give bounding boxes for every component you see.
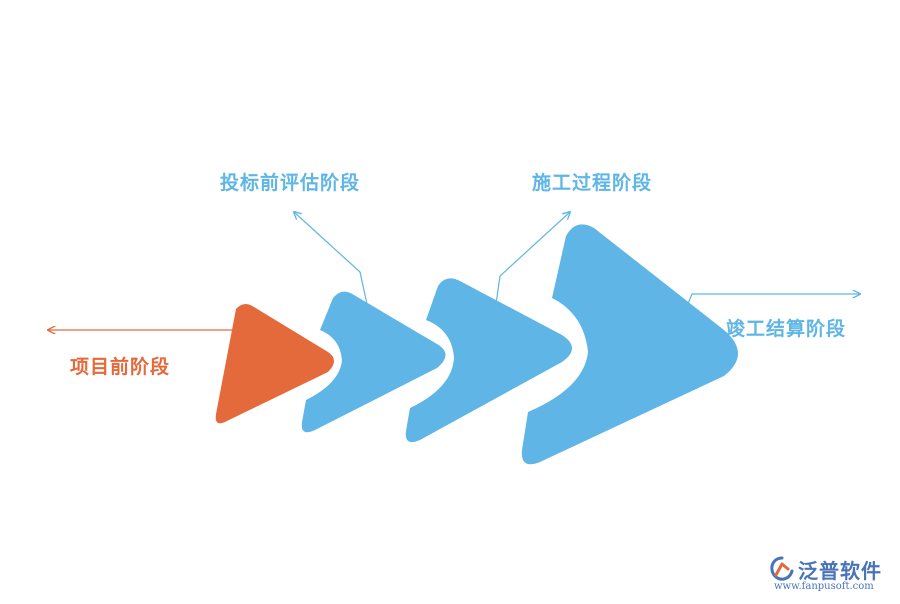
brand-logo: 泛普软件 www.fanpusoft.com xyxy=(768,553,894,597)
stage-shape-4 xyxy=(521,224,738,465)
connector-stage-3 xyxy=(495,212,570,305)
stage-label-2: 投标前评估阶段 xyxy=(220,172,361,194)
stage-label-4: 竣工结算阶段 xyxy=(726,318,847,340)
connector-stage-2 xyxy=(294,212,368,305)
stage-shape-1 xyxy=(215,303,334,424)
brand-url: www.fanpusoft.com xyxy=(774,581,874,592)
brand-name: 泛普软件 xyxy=(798,559,882,583)
stage-label-3: 施工过程阶段 xyxy=(532,172,653,194)
stage-label-1: 项目前阶段 xyxy=(70,356,171,378)
stage-shape-2 xyxy=(301,291,446,433)
brand-logo-icon xyxy=(770,556,794,581)
stage-shape-3 xyxy=(405,278,572,443)
